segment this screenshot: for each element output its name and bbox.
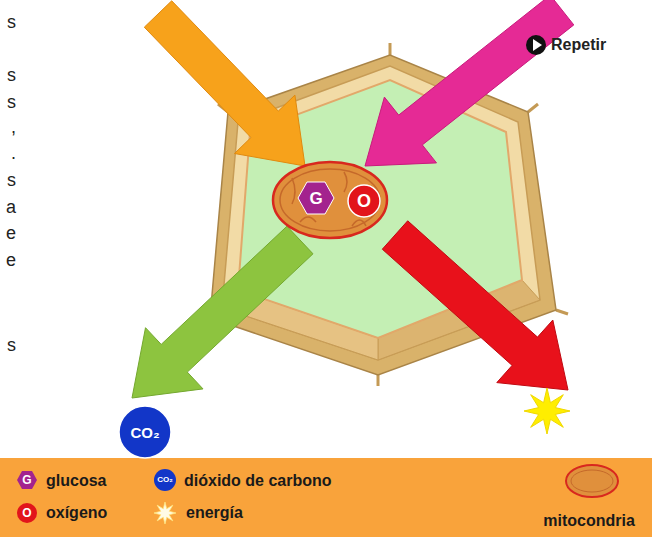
node-text: G	[309, 190, 322, 207]
wall-tick	[528, 104, 538, 112]
replay-label: Repetir	[551, 34, 631, 56]
mitochondrion	[273, 162, 387, 238]
legend-bar	[0, 458, 652, 537]
wall-tick	[556, 310, 568, 314]
mitochondrion-icon	[566, 465, 618, 497]
mitochondrion-icon-inner	[571, 470, 613, 492]
cristae	[292, 172, 372, 226]
flow-arrow	[132, 226, 313, 398]
node-text: CO₂	[130, 425, 159, 440]
icon-letter: G	[7, 470, 47, 490]
legend-text: mitocondria	[528, 510, 650, 532]
legend-ground	[0, 458, 652, 537]
text-fragment: .	[0, 142, 16, 164]
text-fragment: s	[0, 91, 16, 113]
wall-tick	[389, 43, 392, 55]
energy-icon	[154, 502, 176, 524]
legend-text: energía	[186, 502, 306, 524]
text-fragment: s	[0, 334, 16, 356]
text-fragment: a	[0, 196, 16, 218]
text-fragment: s	[0, 11, 16, 33]
mitochondrion-inner	[280, 169, 380, 231]
glucose-hexagon: G	[298, 182, 334, 214]
node-text: O	[357, 192, 371, 210]
replay-button	[526, 35, 546, 55]
legend-text: oxígeno	[46, 502, 166, 524]
flow-arrow	[144, 1, 305, 166]
wall-tick	[377, 375, 380, 386]
flow-arrows	[132, 0, 574, 398]
legend-text: glucosa	[46, 470, 166, 492]
play-triangle	[533, 39, 542, 51]
node-shape	[298, 182, 334, 214]
text-fragment: ,	[0, 116, 16, 138]
text-fragment: e	[0, 222, 16, 244]
text-fragment: s	[0, 169, 16, 191]
text-fragment: s	[0, 64, 16, 86]
legend-text: dióxido de carbono	[184, 470, 404, 492]
mitochondrion-outer	[273, 162, 387, 238]
flow-arrow	[382, 221, 568, 390]
node-shape	[119, 406, 171, 458]
icon-letter: CO₂	[145, 470, 185, 490]
icon-letter: O	[7, 503, 47, 523]
text-fragment: e	[0, 249, 16, 271]
flow-arrow	[365, 0, 574, 166]
oxygen-circle: O	[347, 184, 381, 218]
co2-circle: CO₂	[118, 405, 172, 459]
play-circle	[526, 35, 546, 55]
energy-star	[524, 388, 570, 434]
node-shape	[348, 185, 380, 217]
